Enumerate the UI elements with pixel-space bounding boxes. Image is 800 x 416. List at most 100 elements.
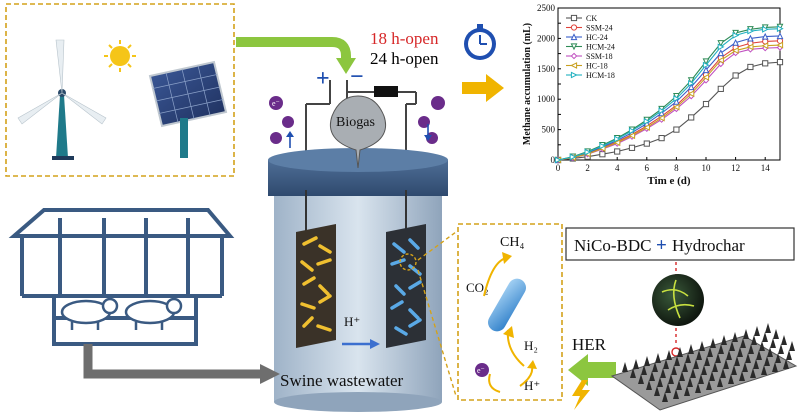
energy-flow-arrowhead [336, 58, 356, 74]
nanostructure-spike [773, 329, 779, 339]
nanostructure-spike [739, 371, 745, 381]
x-tick-label: 8 [674, 163, 679, 173]
nanostructure-spike [732, 332, 738, 342]
nanostructure-spike [740, 338, 746, 348]
data-point [687, 90, 695, 98]
nanostructure-spike [729, 341, 735, 351]
y-tick-label: 2500 [537, 3, 556, 13]
x-tick-label: 12 [731, 163, 740, 173]
nanostructure-spike [666, 350, 672, 360]
data-point [717, 49, 725, 57]
data-point [643, 124, 650, 131]
x-tick-label: 0 [556, 163, 561, 173]
nanostructure-spike [720, 368, 726, 378]
plus-sign: + [316, 66, 330, 92]
svg-text:e⁻: e⁻ [272, 99, 280, 108]
nanostructure-spike [770, 338, 776, 348]
data-point [762, 60, 769, 67]
nanostructure-spike [775, 353, 781, 363]
anode-bacteria [300, 236, 332, 332]
x-tick-label: 14 [761, 163, 771, 173]
legend-label: HCM-18 [586, 71, 615, 80]
electron-icon [418, 116, 430, 128]
data-point [688, 114, 695, 121]
data-point [687, 77, 695, 85]
nanostructure-spike [743, 329, 749, 339]
nanostructure-spike [687, 377, 693, 387]
cathode-electrode [386, 224, 426, 348]
energy-flow-arrow [236, 37, 351, 60]
nanostructure-spike [696, 350, 702, 360]
nanostructure-spike [677, 347, 683, 357]
resistor-icon [374, 86, 398, 97]
her-label: HER [572, 335, 607, 354]
data-point [628, 132, 636, 140]
nanostructure-spike [717, 377, 723, 387]
nanostructure-spike [762, 332, 768, 342]
data-point [717, 43, 725, 51]
nanostructure-spike [772, 362, 778, 372]
wastewater-flow-arrowhead [260, 364, 280, 384]
data-point [688, 79, 695, 87]
sun-icon [104, 40, 136, 72]
electron-icon [270, 132, 282, 144]
data-point [570, 52, 578, 60]
pig-barn-icon [8, 208, 235, 346]
nanostructure-spike [726, 350, 732, 360]
data-point [570, 24, 578, 31]
proton-label: H⁺ [344, 314, 360, 329]
nanostructure-spike [721, 335, 727, 345]
data-point [717, 85, 724, 92]
nanostructure-spike [767, 347, 773, 357]
data-point [732, 72, 739, 79]
nanostructure-spike [712, 362, 718, 372]
nanostructure-spike [674, 356, 680, 366]
data-point [643, 140, 650, 147]
data-point [761, 42, 769, 50]
open-18h-label: 18 h-open [370, 29, 439, 48]
hplus-arrow [488, 373, 501, 393]
nanostructure-spike [676, 380, 682, 390]
nico-bdc-label: NiCo-BDC [574, 236, 651, 255]
nanostructure-spike [660, 368, 666, 378]
nanostructure-spike [748, 344, 754, 354]
legend-label: SSM-24 [586, 24, 613, 33]
nanostructure-spike [737, 347, 743, 357]
minus-sign: − [350, 64, 364, 90]
data-point [776, 41, 784, 49]
wind-turbine-icon [17, 39, 107, 160]
nanostructure-spike [663, 359, 669, 369]
nanostructure-spike [781, 335, 787, 345]
nanostructure-spike [778, 344, 784, 354]
nanostructure-spike [682, 362, 688, 372]
data-point [672, 103, 680, 111]
pig-icon [124, 297, 183, 330]
nanostructure-spike [728, 374, 734, 384]
nanostructure-spike [668, 374, 674, 384]
nanostructure-spike [641, 365, 647, 375]
legend-label: HCM-24 [586, 43, 615, 52]
nanostructure-spike [709, 371, 715, 381]
nanostructure-spike [731, 365, 737, 375]
nanostructure-spike [786, 350, 792, 360]
nanostructure-spike [742, 362, 748, 372]
nanostructure-spike [734, 356, 740, 366]
data-point [614, 135, 621, 143]
nanostructure-spike [665, 383, 671, 393]
anode-electrode [296, 224, 336, 348]
her-arrow: HER [568, 335, 616, 386]
x-tick-label: 6 [645, 163, 650, 173]
methanogen-icon [488, 278, 526, 332]
nanostructure-spike [679, 371, 685, 381]
chart-series [554, 23, 784, 164]
clock-icon [464, 24, 496, 60]
solar-panel-icon [148, 60, 228, 158]
data-point [702, 100, 710, 108]
nanostructure-spike [701, 365, 707, 375]
nanostructure-spike [688, 344, 694, 354]
nanostructure-spike [765, 323, 771, 333]
data-point [570, 14, 578, 22]
data-point [702, 58, 710, 66]
nanostructure-spike [644, 356, 650, 366]
